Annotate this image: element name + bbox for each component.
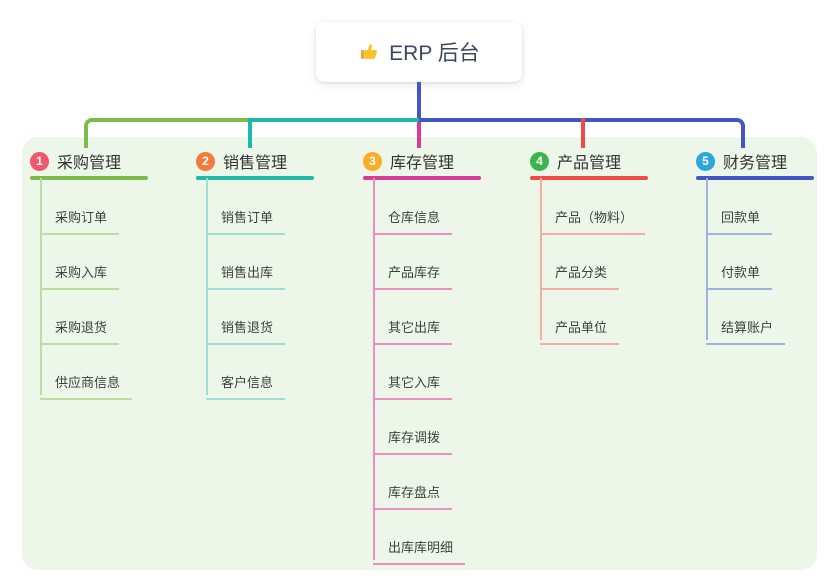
branch-number-badge: 1 — [30, 151, 49, 171]
branch-underline — [530, 176, 648, 180]
branch-number-badge: 4 — [530, 151, 549, 171]
child-row: 销售出库 — [196, 235, 356, 290]
child-node[interactable]: 销售退货 — [206, 317, 286, 345]
connector-branch-2 — [248, 118, 421, 148]
child-row: 产品库存 — [363, 235, 523, 290]
children-connector-line — [373, 178, 375, 560]
child-row: 产品单位 — [530, 290, 690, 345]
child-node[interactable]: 产品单位 — [540, 317, 620, 345]
child-node[interactable]: 产品库存 — [373, 262, 453, 290]
root-stem-line — [417, 82, 421, 118]
child-row: 销售订单 — [196, 180, 356, 235]
child-row: 库存调拨 — [363, 400, 523, 455]
child-node[interactable]: 付款单 — [706, 262, 773, 290]
child-row: 产品（物料） — [530, 180, 690, 235]
branch-node-4[interactable]: 4 产品管理 — [530, 148, 690, 174]
child-row: 付款单 — [696, 235, 839, 290]
branch-number-badge: 2 — [196, 151, 215, 171]
child-node[interactable]: 采购入库 — [40, 262, 120, 290]
branch-column-4: 4 产品管理产品（物料） 产品分类产品单位 — [530, 148, 690, 345]
branch-column-5: 5 财务管理回款单付款单结算账户 — [696, 148, 839, 345]
child-row: 出库库明细 — [363, 510, 523, 565]
child-row: 采购退货 — [30, 290, 190, 345]
child-row: 供应商信息 — [30, 345, 190, 400]
branch-column-2: 2 销售管理销售订单销售出库销售退货客户信息 — [196, 148, 356, 400]
child-node[interactable]: 仓库信息 — [373, 207, 453, 235]
child-row: 客户信息 — [196, 345, 356, 400]
branch-column-1: 1 采购管理采购订单采购入库采购退货供应商信息 — [30, 148, 190, 400]
child-node[interactable]: 结算账户 — [706, 317, 786, 345]
children-connector-line — [540, 178, 542, 340]
branch-number-badge: 3 — [363, 151, 382, 171]
branch-label: 采购管理 — [57, 155, 122, 172]
child-node[interactable]: 销售订单 — [206, 207, 286, 235]
branch-column-3: 3 库存管理仓库信息产品库存其它出库其它入库库存调拨库存盘点出库库明细 — [363, 148, 523, 565]
branch-label: 产品管理 — [557, 155, 622, 172]
root-node[interactable]: ERP 后台 — [316, 22, 522, 82]
child-node[interactable]: 其它入库 — [373, 372, 453, 400]
branch-node-1[interactable]: 1 采购管理 — [30, 148, 190, 174]
branch-number-badge: 5 — [696, 151, 715, 171]
children-connector-line — [706, 178, 708, 340]
branch-node-3[interactable]: 3 库存管理 — [363, 148, 523, 174]
child-node[interactable]: 库存盘点 — [373, 482, 453, 510]
child-row: 结算账户 — [696, 290, 839, 345]
root-title: ERP 后台 — [389, 42, 480, 65]
canvas-panel — [22, 137, 817, 570]
child-node[interactable]: 产品（物料） — [540, 207, 646, 235]
connector-branch-3-drop — [417, 122, 421, 148]
branch-node-5[interactable]: 5 财务管理 — [696, 148, 839, 174]
thumbs-up-icon — [358, 41, 380, 63]
branch-label: 库存管理 — [390, 155, 455, 172]
child-row: 采购入库 — [30, 235, 190, 290]
branch-label: 销售管理 — [223, 155, 288, 172]
branch-node-2[interactable]: 2 销售管理 — [196, 148, 356, 174]
child-row: 其它入库 — [363, 345, 523, 400]
child-row: 其它出库 — [363, 290, 523, 345]
child-row: 产品分类 — [530, 235, 690, 290]
children-connector-line — [40, 178, 42, 395]
connector-branch-1 — [84, 118, 252, 148]
child-row: 仓库信息 — [363, 180, 523, 235]
child-node[interactable]: 回款单 — [706, 207, 773, 235]
child-node[interactable]: 供应商信息 — [40, 372, 133, 400]
child-row: 回款单 — [696, 180, 839, 235]
branch-label: 财务管理 — [723, 155, 788, 172]
branch-underline — [30, 176, 148, 180]
child-node[interactable]: 采购退货 — [40, 317, 120, 345]
branch-underline — [196, 176, 314, 180]
child-node[interactable]: 库存调拨 — [373, 427, 453, 455]
child-row: 采购订单 — [30, 180, 190, 235]
child-node[interactable]: 其它出库 — [373, 317, 453, 345]
connector-branch-4-drop — [581, 118, 585, 148]
child-node[interactable]: 产品分类 — [540, 262, 620, 290]
branch-underline — [696, 176, 814, 180]
child-node[interactable]: 出库库明细 — [373, 537, 466, 565]
branch-underline — [363, 176, 481, 180]
child-node[interactable]: 销售出库 — [206, 262, 286, 290]
child-row: 库存盘点 — [363, 455, 523, 510]
children-connector-line — [206, 178, 208, 395]
child-node[interactable]: 采购订单 — [40, 207, 120, 235]
child-row: 销售退货 — [196, 290, 356, 345]
child-node[interactable]: 客户信息 — [206, 372, 286, 400]
